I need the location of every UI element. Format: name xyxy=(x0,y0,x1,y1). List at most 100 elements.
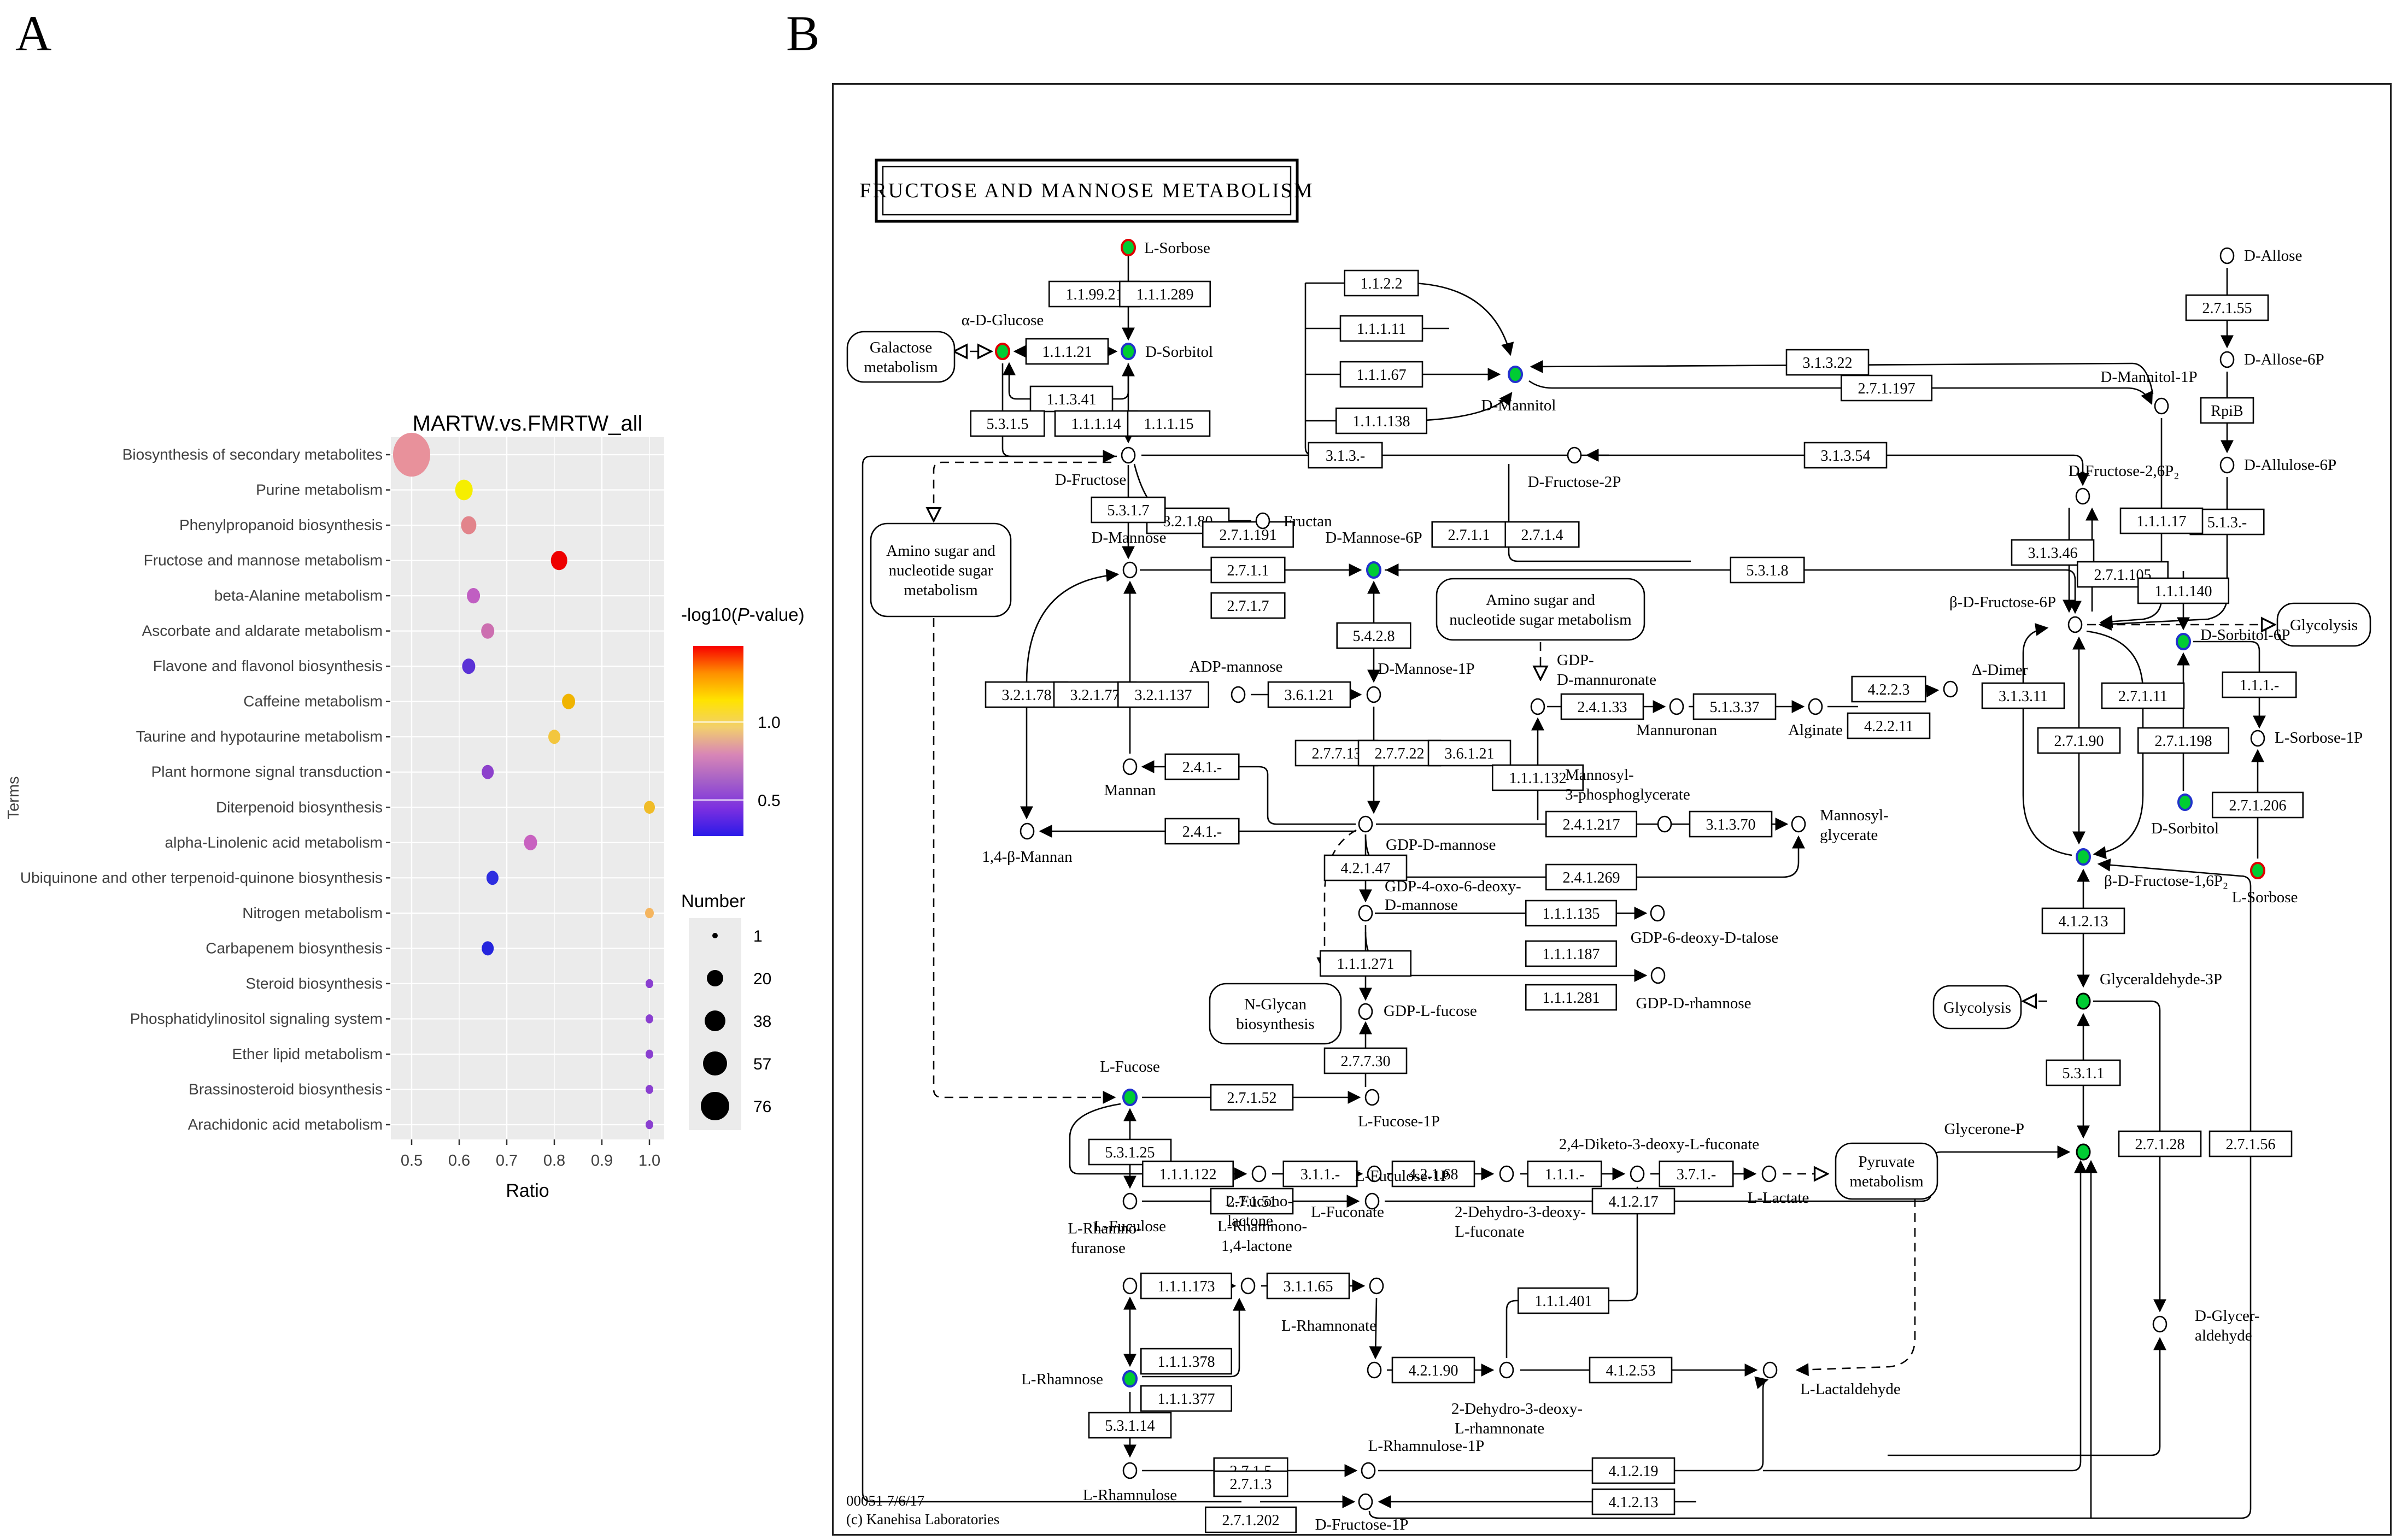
ec-box xyxy=(1527,1160,1602,1188)
ec-box xyxy=(1431,521,1507,548)
ec-number: 2.7.1.3 xyxy=(1230,1476,1272,1493)
term-label: Fructose and mannose metabolism xyxy=(144,552,383,569)
ec-number: 4.1.2.13 xyxy=(2059,913,2108,930)
metabolite-label: GDP-D-rhamnose xyxy=(1636,995,1751,1012)
bubble-10 xyxy=(644,801,655,814)
metabolite-label: D-Fructose-1P xyxy=(1315,1516,1409,1533)
term-label: Carbapenem biosynthesis xyxy=(206,939,383,956)
metabolite-label: D-Mannose-1P xyxy=(1378,660,1474,678)
bubble-12 xyxy=(486,871,499,885)
x-tick-label: 0.9 xyxy=(591,1152,613,1169)
pathway-ref-box xyxy=(2276,602,2371,647)
metabolite-label: GDP- xyxy=(1557,651,1594,669)
ec-box xyxy=(1319,950,1412,977)
metabolite-label: 2,4-Diketo-3-deoxy-L-fuconate xyxy=(1559,1136,1759,1153)
ec-box xyxy=(1689,810,1773,838)
compound-node xyxy=(1122,1089,1138,1106)
ec-box xyxy=(1267,681,1351,708)
pathway-ref-label: metabolism xyxy=(1849,1173,1924,1190)
pathway-edge xyxy=(1069,1103,1247,1180)
ec-number: 1.1.1.- xyxy=(1545,1166,1584,1183)
ec-number: 1.1.3.41 xyxy=(1047,391,1097,408)
size-legend-value: 76 xyxy=(753,1098,771,1116)
ec-number: 2.7.1.28 xyxy=(2135,1136,2185,1153)
ec-box xyxy=(1560,693,1644,720)
ec-box xyxy=(1981,682,2065,709)
ec-box xyxy=(2208,1130,2293,1157)
metabolite-label: L-Rhamno- xyxy=(1068,1220,1141,1237)
ec-number: 2.4.1.269 xyxy=(1563,869,1620,886)
pathway-ref-label: nucleotide sugar metabolism xyxy=(1449,611,1632,628)
ec-number: 1.1.99.21 xyxy=(1066,286,1123,303)
compound-node xyxy=(1358,904,1373,922)
ec-number: 2.7.1.7 xyxy=(1227,598,1269,615)
ec-number: 2.7.7.13 xyxy=(1312,745,1362,762)
ec-number: 4.1.2.17 xyxy=(1609,1194,1659,1210)
pathway-ref-label: Amino sugar and xyxy=(886,542,995,560)
ec-box xyxy=(2118,1130,2202,1157)
ec-box xyxy=(1344,269,1419,297)
pathway-edge xyxy=(2022,623,2072,856)
pathway-edge xyxy=(1795,1198,1916,1377)
pathway-ref-label: N-Glycan xyxy=(1244,996,1307,1013)
bubble-19 xyxy=(646,1120,653,1130)
ec-number: 3.1.3.- xyxy=(1326,448,1365,465)
compound-node xyxy=(1567,446,1582,464)
ec-number: 1.1.1.140 xyxy=(2155,583,2212,600)
ec-number: 4.2.1.68 xyxy=(1409,1166,1458,1183)
compound-node xyxy=(1530,698,1545,715)
pathway-edge xyxy=(933,618,1116,1104)
metabolite-label: D-Mannose xyxy=(1092,529,1167,546)
term-label: Phenylpropanoid biosynthesis xyxy=(179,516,383,533)
term-label: Ether lipid metabolism xyxy=(232,1045,383,1062)
compound-node xyxy=(2076,848,2091,866)
term-label: Nitrogen metabolism xyxy=(242,904,383,921)
pathway-edge xyxy=(1368,858,2252,1519)
pathway-ref-label: biosynthesis xyxy=(1236,1015,1314,1033)
ec-box xyxy=(1357,739,1442,767)
ec-box xyxy=(1391,1160,1475,1188)
ec-number: 2.7.1.51 xyxy=(1227,1194,1277,1210)
ec-number: 2.7.7.22 xyxy=(1375,745,1425,762)
metabolite-label: D-Mannitol-1P xyxy=(2100,368,2197,386)
ec-number: 3.1.1.- xyxy=(1300,1166,1340,1183)
compound-node xyxy=(2067,616,2083,633)
bubble-2 xyxy=(461,516,477,534)
term-label: Purine metabolism xyxy=(256,481,383,498)
ec-box xyxy=(1504,521,1580,548)
compound-node xyxy=(2250,730,2265,747)
pathway-edge xyxy=(1026,568,1120,683)
ec-box xyxy=(1847,712,1931,739)
bubble-16 xyxy=(646,1014,653,1024)
ec-number: 1.1.1.15 xyxy=(1144,416,1194,433)
ec-box xyxy=(1517,1287,1610,1314)
term-label: Arachidonic acid metabolism xyxy=(188,1116,383,1133)
metabolite-label: D-Mannose-6P xyxy=(1325,529,1422,546)
size-legend-value: 57 xyxy=(753,1055,771,1073)
ec-box xyxy=(2037,727,2121,754)
compound-node xyxy=(1121,239,1136,256)
color-legend-title: -log10(P-value) xyxy=(681,604,805,625)
ec-box xyxy=(1282,1160,1358,1188)
chart-title: MARTW.vs.FMRTW_all xyxy=(413,412,643,436)
ec-box xyxy=(1525,984,1618,1011)
pathway-edge xyxy=(1142,1297,1246,1378)
term-label: Caffeine metabolism xyxy=(243,693,383,710)
compound-node xyxy=(2250,862,2265,879)
metabolite-label: Δ-Dimer xyxy=(1972,661,2028,679)
ec-number: 5.4.2.8 xyxy=(1353,628,1395,645)
metabolite-label: lactone xyxy=(1227,1212,1273,1230)
metabolite-label: L-Fuculose-1P xyxy=(1355,1167,1449,1185)
ec-box xyxy=(1140,1272,1233,1300)
pathway-ref-box xyxy=(1436,578,1645,641)
plot-area xyxy=(391,437,664,1139)
compound-node xyxy=(1358,1493,1373,1510)
size-legend-dot xyxy=(703,1051,727,1075)
compound-node xyxy=(1122,1370,1138,1388)
bubble-4 xyxy=(467,587,481,604)
ec-number: 2.7.1.1 xyxy=(1448,527,1490,544)
